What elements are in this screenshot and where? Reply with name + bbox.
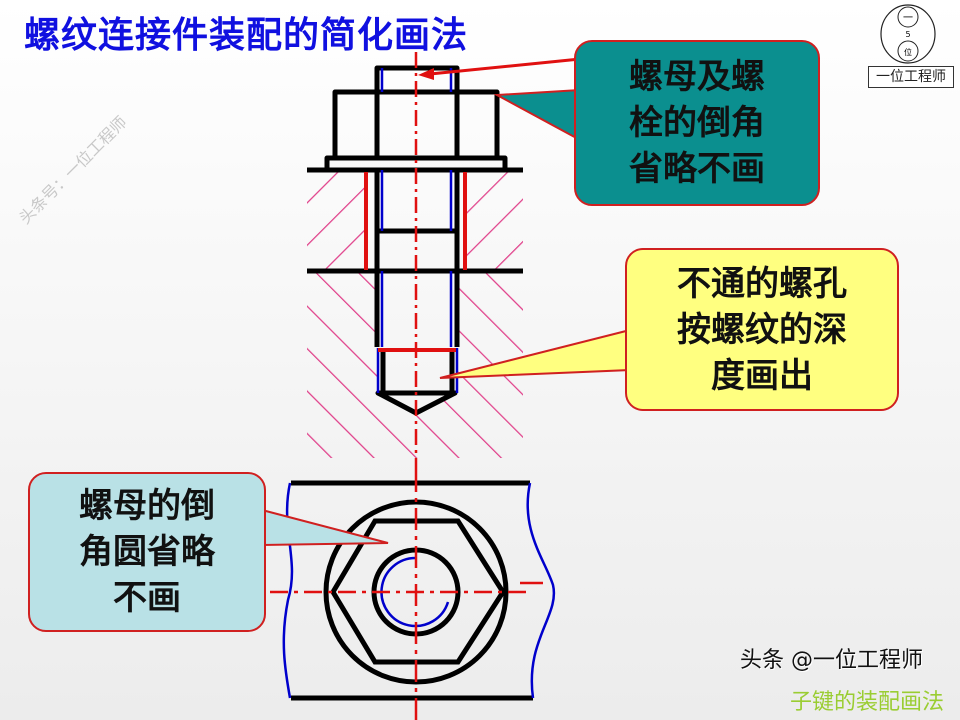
callout-chamfer-omitted: 螺母及螺 栓的倒角 省略不画 <box>574 40 820 206</box>
callout-blind-hole: 不通的螺孔 按螺纹的深 度画出 <box>625 248 899 411</box>
logo-middle-char: 5 <box>905 30 910 39</box>
callout-line: 不通的螺孔 <box>677 263 847 304</box>
callout-line: 螺母的倒 <box>79 486 215 526</box>
thread-lines <box>376 68 459 393</box>
footer-credit: 头条 @一位工程师 <box>740 648 923 673</box>
arrow-line <box>429 56 591 76</box>
callout-line: 度画出 <box>711 355 813 396</box>
logo-text: 一位工程师 <box>868 66 954 88</box>
callout-line: 螺母及螺 <box>629 57 765 97</box>
callout-line: 按螺纹的深 <box>677 309 847 350</box>
hatch-top-plate <box>307 170 523 271</box>
logo-bottom-char: 位 <box>904 47 912 57</box>
top-view-centerlines <box>270 470 543 720</box>
callout-line: 角圆省略 <box>79 532 215 572</box>
hatch-lower-block <box>307 271 523 458</box>
callout-line: 栓的倒角 <box>629 103 765 143</box>
overlay-text: 子键的装配画法 <box>790 690 945 715</box>
page-title: 螺纹连接件装配的简化画法 <box>24 15 469 56</box>
callout-chamfer-circle: 螺母的倒 角圆省略 不画 <box>28 472 266 632</box>
logo-top-char: 一 <box>903 13 913 24</box>
logo-icon: 一 5 位 <box>880 4 936 64</box>
callout-line: 不画 <box>113 578 181 618</box>
arrow-head <box>418 68 434 80</box>
top-view-outline <box>291 480 533 701</box>
pointer-1 <box>493 88 581 142</box>
callout-line: 省略不画 <box>629 149 765 189</box>
